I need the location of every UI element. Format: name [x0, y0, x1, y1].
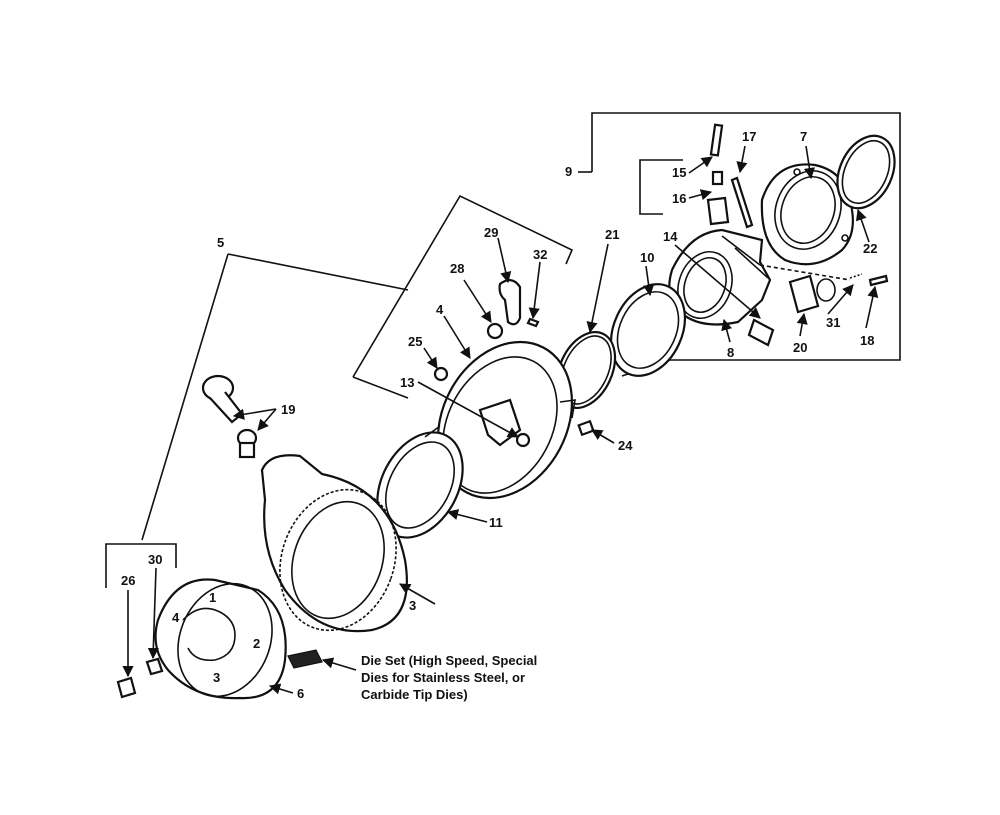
part-20-block [788, 274, 836, 314]
part-15-screw [709, 123, 724, 157]
callout-13: 13 [400, 375, 414, 390]
part-32-pin [526, 317, 540, 328]
callout-8: 8 [727, 345, 734, 360]
part-26-screw [116, 676, 137, 699]
part-7-cover [760, 163, 854, 266]
die-set-caption-line-1: Die Set (High Speed, Special [361, 653, 537, 668]
callout-21: 21 [605, 227, 619, 242]
callout-15: 15 [672, 165, 686, 180]
die-set-caption: Die Set (High Speed, Special Dies for St… [361, 653, 537, 702]
callout-28: 28 [450, 261, 464, 276]
callout-9: 9 [565, 164, 572, 179]
die-set-piece [287, 649, 323, 669]
part-22-ring [836, 134, 896, 210]
part-16-spring [706, 170, 730, 226]
part-19-handle [201, 374, 258, 459]
callout-4: 4 [436, 302, 444, 317]
part-6-die-holder: 1 2 3 4 [154, 578, 287, 700]
callout-25: 25 [408, 334, 422, 349]
callout-16: 16 [672, 191, 686, 206]
part-24-screw [577, 419, 595, 437]
callout-20: 20 [793, 340, 807, 355]
callout-3: 3 [409, 598, 416, 613]
part-14-pin [747, 318, 775, 347]
part-28-nut [486, 322, 504, 340]
callout-18: 18 [860, 333, 874, 348]
die-set-caption-line-2: Dies for Stainless Steel, or [361, 670, 525, 685]
die-set-caption-line-3: Carbide Tip Dies) [361, 687, 468, 702]
callout-6: 6 [297, 686, 304, 701]
part-17-rod [730, 176, 754, 229]
part-30-spring [145, 657, 164, 676]
part-25-screw [433, 366, 449, 382]
callout-22: 22 [863, 241, 877, 256]
callout-11: 11 [489, 515, 503, 530]
die-number-3: 3 [213, 670, 220, 685]
callout-26: 26 [121, 573, 135, 588]
callout-10: 10 [640, 250, 654, 265]
callout-labels: 3 4 5 6 7 8 9 10 11 13 14 15 16 17 18 19… [121, 129, 877, 701]
callout-31: 31 [826, 315, 840, 330]
callout-5: 5 [217, 235, 224, 250]
die-number-1: 1 [209, 590, 216, 605]
part-10-ring [610, 283, 686, 377]
assembly-centerline [759, 264, 851, 281]
leader-lines [122, 145, 879, 695]
callout-7: 7 [800, 129, 807, 144]
callout-17: 17 [742, 129, 756, 144]
part-13-screw [515, 432, 531, 448]
part-31-spring [849, 273, 863, 279]
part-3-die-head [260, 454, 408, 633]
part-29-lever [498, 279, 522, 326]
callout-19: 19 [281, 402, 295, 417]
part-18-screw [868, 274, 889, 287]
callout-29: 29 [484, 225, 498, 240]
die-number-2: 2 [253, 636, 260, 651]
callout-14: 14 [663, 229, 678, 244]
die-number-4: 4 [172, 610, 180, 625]
callout-24: 24 [618, 438, 633, 453]
callout-32: 32 [533, 247, 547, 262]
callout-30: 30 [148, 552, 162, 567]
